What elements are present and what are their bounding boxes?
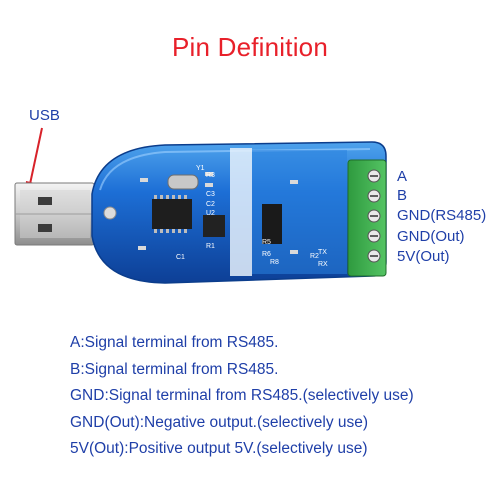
- pin-label-5v-out: 5V(Out): [397, 248, 450, 265]
- silkscreen-r1: R1: [206, 243, 215, 250]
- silkscreen-rx: RX: [318, 261, 328, 268]
- terminal-screw-gnd-out-icon: [367, 229, 381, 243]
- terminal-screw-b-icon: [367, 189, 381, 203]
- pin-label-gnd-out: GND(Out): [397, 228, 465, 245]
- screw-terminal-block: [347, 159, 387, 277]
- terminal-screw-a-icon: [367, 169, 381, 183]
- silkscreen-r5: R5: [262, 239, 271, 246]
- silkscreen-u2: U2: [206, 210, 215, 217]
- pin-description-b: B:Signal terminal from RS485.: [70, 360, 279, 378]
- pin-description-list: A:Signal terminal from RS485. B:Signal t…: [70, 334, 414, 467]
- usb-plug: [14, 182, 95, 246]
- adapter-housing: [91, 141, 387, 284]
- page-title: Pin Definition: [172, 32, 328, 62]
- silkscreen-c2: C2: [206, 201, 215, 208]
- silkscreen-c1: C1: [176, 254, 185, 261]
- silkscreen-r2: R2: [310, 253, 319, 260]
- silkscreen-r6: R6: [262, 251, 271, 258]
- silkscreen-r8: R8: [270, 259, 279, 266]
- pin-label-b: B: [397, 187, 408, 204]
- pin-label-a: A: [397, 168, 408, 185]
- pcb-components: Y1 R3 C3 C2 U2 R1 C1 R5 R6 R8 R2 TX RX: [103, 165, 328, 268]
- silkscreen-y1: Y1: [196, 165, 205, 172]
- silkscreen-tx: TX: [318, 249, 327, 256]
- pin-description-a: A:Signal terminal from RS485.: [70, 334, 279, 351]
- terminal-screw-5v-out-icon: [367, 249, 381, 263]
- terminal-screw-gnd-rs485-icon: [367, 209, 381, 223]
- pin-label-gnd-rs485: GND(RS485): [397, 207, 487, 224]
- silkscreen-c3: C3: [206, 191, 215, 198]
- silkscreen-r3: R3: [206, 172, 215, 179]
- pin-description-gnd-rs485: GND:Signal terminal from RS485.(selectiv…: [70, 387, 414, 404]
- pin-description-5v-out: 5V(Out):Positive output 5V.(selectively …: [70, 440, 368, 457]
- usb-callout-label: USB: [29, 107, 60, 124]
- pin-description-gnd-out: GND(Out):Negative output.(selectively us…: [70, 413, 369, 431]
